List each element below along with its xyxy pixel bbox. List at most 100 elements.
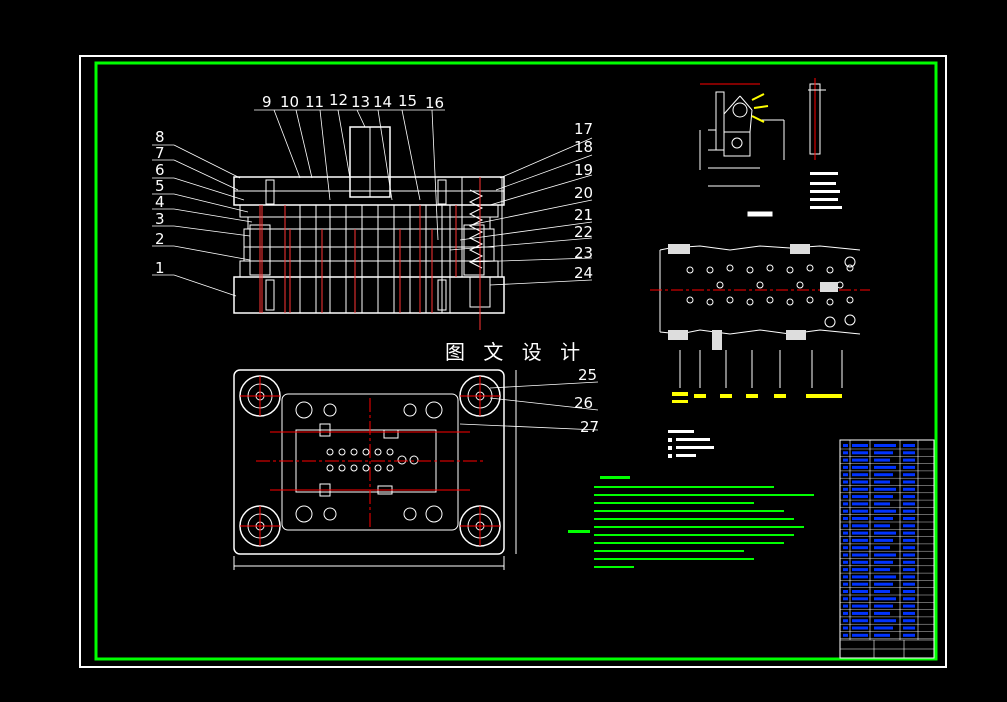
part-number-10: 10: [280, 93, 299, 111]
bom-cell: [874, 568, 890, 572]
bom-cell: [852, 582, 868, 586]
bom-cell: [903, 611, 915, 615]
die-plan-view: [233, 369, 517, 570]
bom-cell: [903, 458, 915, 462]
bom-cell: [843, 451, 848, 455]
bom-cell: [874, 480, 890, 484]
bom-cell: [874, 531, 896, 535]
bom-cell: [843, 444, 848, 447]
technical-notes: [568, 476, 814, 568]
bom-cell: [903, 473, 915, 477]
bom-cell: [874, 619, 896, 623]
bom-cell: [903, 633, 915, 637]
strip-hatch: [668, 244, 838, 350]
bom-cell: [852, 487, 868, 491]
bom-cell: [874, 604, 893, 608]
bom-cell: [843, 473, 848, 477]
part-number-26: 26: [574, 394, 593, 412]
bom-cell: [852, 626, 868, 630]
bom-cell: [874, 451, 893, 455]
bom-cell: [852, 509, 868, 513]
bom-cell: [903, 451, 915, 455]
bom-cell: [874, 495, 893, 499]
bom-cell: [852, 517, 868, 520]
bom-cell: [852, 597, 868, 601]
bom-cell: [852, 451, 868, 455]
bom-cell: [903, 546, 915, 550]
bom-cell: [874, 538, 893, 542]
bom-cell: [903, 495, 915, 499]
bom-cell: [874, 553, 896, 557]
bom-cell: [852, 546, 868, 550]
bom-cell: [874, 597, 896, 601]
bom-cell: [903, 465, 915, 469]
part-number-8: 8: [155, 128, 165, 146]
part-number-20: 20: [574, 184, 593, 202]
bom-cell: [843, 604, 848, 608]
strip-layout: [650, 211, 870, 388]
bom-cell: [843, 495, 848, 499]
bom-cell: [852, 480, 868, 484]
watermark: 图 文 设 计: [445, 340, 586, 364]
bom-cell: [874, 560, 893, 564]
leader-lines: [152, 109, 599, 431]
bom-cell: [843, 568, 848, 572]
bom-cell: [852, 568, 868, 572]
bom-cell: [843, 619, 848, 623]
bom-cell: [903, 590, 915, 593]
bom-cell: [843, 524, 848, 528]
bom-cell: [843, 509, 848, 513]
bom-cell: [874, 473, 893, 477]
bom-cell: [843, 480, 848, 484]
inner-frame: [94, 61, 938, 661]
part-number-25: 25: [578, 366, 597, 384]
bom-cell: [874, 546, 890, 550]
bom-rows: [840, 444, 934, 639]
bom-cell: [843, 553, 848, 557]
bom-cell: [852, 531, 868, 535]
bom-cell: [852, 495, 868, 499]
bom-cell: [874, 626, 893, 630]
part-number-18: 18: [574, 138, 593, 156]
part-number-19: 19: [574, 161, 593, 179]
bom-cell: [903, 575, 915, 579]
part-number-21: 21: [574, 206, 593, 224]
bom-cell: [852, 604, 868, 608]
bom-cell: [903, 524, 915, 528]
strip-labels: [672, 392, 842, 403]
bom-cell: [874, 524, 890, 528]
part-number-3: 3: [155, 210, 165, 228]
part-number-11: 11: [305, 93, 324, 111]
bom-cell: [852, 465, 868, 469]
part-number-6: 6: [155, 161, 165, 179]
bom-cell: [874, 582, 893, 586]
bom-cell: [852, 502, 868, 506]
part-number-16: 16: [425, 94, 444, 112]
bom-cell: [903, 597, 915, 601]
bom-cell: [874, 465, 896, 469]
bom-cell: [843, 560, 848, 564]
bom-cell: [874, 611, 890, 615]
bom-cell: [843, 487, 848, 491]
bom-cell: [843, 465, 848, 469]
part-number-9: 9: [262, 93, 272, 111]
bom-cell: [852, 444, 868, 447]
bom-cell: [843, 502, 848, 506]
bom-cell: [903, 480, 915, 484]
part-number-24: 24: [574, 264, 593, 282]
bom-cell: [852, 458, 868, 462]
part-number-5: 5: [155, 177, 165, 195]
bom-cell: [874, 487, 896, 491]
bom-cell: [903, 531, 915, 535]
bom-cell: [852, 524, 868, 528]
bom-cell: [852, 590, 868, 593]
part-number-4: 4: [155, 193, 165, 211]
bom-cell: [903, 604, 915, 608]
bom-cell: [903, 568, 915, 572]
bom-cell: [903, 509, 915, 513]
bom-cell: [903, 619, 915, 623]
bom-cell: [903, 517, 915, 520]
bom-cell: [903, 444, 915, 447]
bom-cell: [874, 517, 893, 520]
